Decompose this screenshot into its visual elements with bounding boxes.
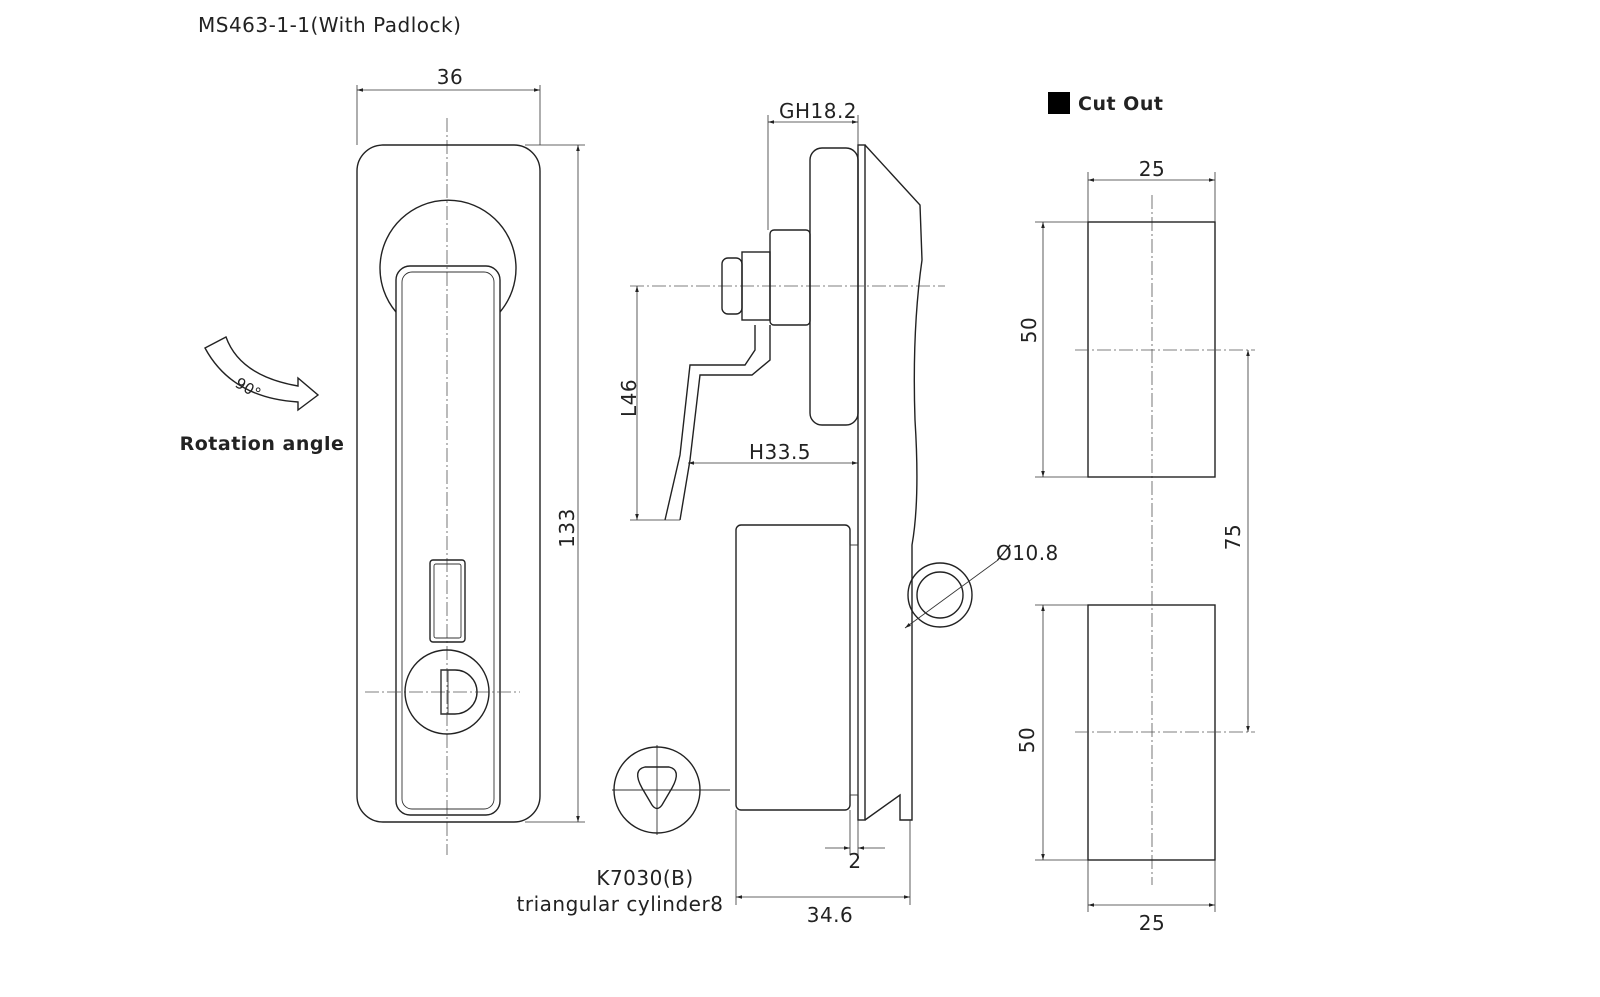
rotation-angle: 90° xyxy=(232,374,264,403)
bolt-head xyxy=(721,257,743,315)
handle-knob xyxy=(379,199,517,313)
rotation-arrow-icon xyxy=(204,336,320,412)
cylinder-model: K7030(B) xyxy=(596,866,693,890)
flange xyxy=(809,147,859,426)
spacing-dimension: 75 xyxy=(1221,524,1245,550)
cylinder-detail: K7030(B) triangular cylinder8 xyxy=(517,745,730,916)
front-view: 36 133 xyxy=(356,65,585,855)
gap-dimension: 2 xyxy=(848,849,861,873)
gh-dimension: GH18.2 xyxy=(779,99,857,123)
padlock-slot xyxy=(429,559,466,643)
lock-body-outline xyxy=(356,144,541,823)
bottom-height-dimension: 50 xyxy=(1015,727,1039,753)
cut-out-bottom xyxy=(1087,604,1216,861)
triangle-key-icon xyxy=(637,766,677,810)
h-dimension: H33.5 xyxy=(749,440,811,464)
handle xyxy=(395,265,501,816)
side-view: Ø10.8 GH18.2 L46 H33.5 2 34.6 xyxy=(617,99,1059,927)
top-width-dimension: 25 xyxy=(1139,157,1165,181)
rotation-indicator: 90° Rotation angle xyxy=(180,336,345,455)
cam-lever xyxy=(664,325,771,521)
rotation-label: Rotation angle xyxy=(180,433,345,455)
cylinder-face xyxy=(613,746,701,834)
boss xyxy=(769,229,811,326)
bottom-width-dimension: 25 xyxy=(1139,911,1165,935)
cylinder-housing xyxy=(735,524,851,811)
cut-out-legend-swatch xyxy=(1048,92,1070,114)
keyhole xyxy=(404,649,490,735)
width-dimension: 36 xyxy=(437,65,463,89)
cut-out-top xyxy=(1087,221,1216,478)
mounting-plate xyxy=(857,144,866,821)
height-dimension: 133 xyxy=(555,508,579,548)
handle-profile xyxy=(864,144,923,821)
padlock-ring xyxy=(907,562,973,628)
hole-diameter-dimension: Ø10.8 xyxy=(996,541,1059,565)
depth-dimension: 34.6 xyxy=(807,903,854,927)
cut-out-label: Cut Out xyxy=(1078,93,1163,115)
top-height-dimension: 50 xyxy=(1017,317,1041,343)
cut-out-view: Cut Out 25 50 75 50 25 xyxy=(1015,92,1255,935)
l-dimension: L46 xyxy=(617,379,641,417)
cylinder-description: triangular cylinder8 xyxy=(517,892,724,916)
drawing-title: MS463-1-1(With Padlock) xyxy=(198,13,461,37)
